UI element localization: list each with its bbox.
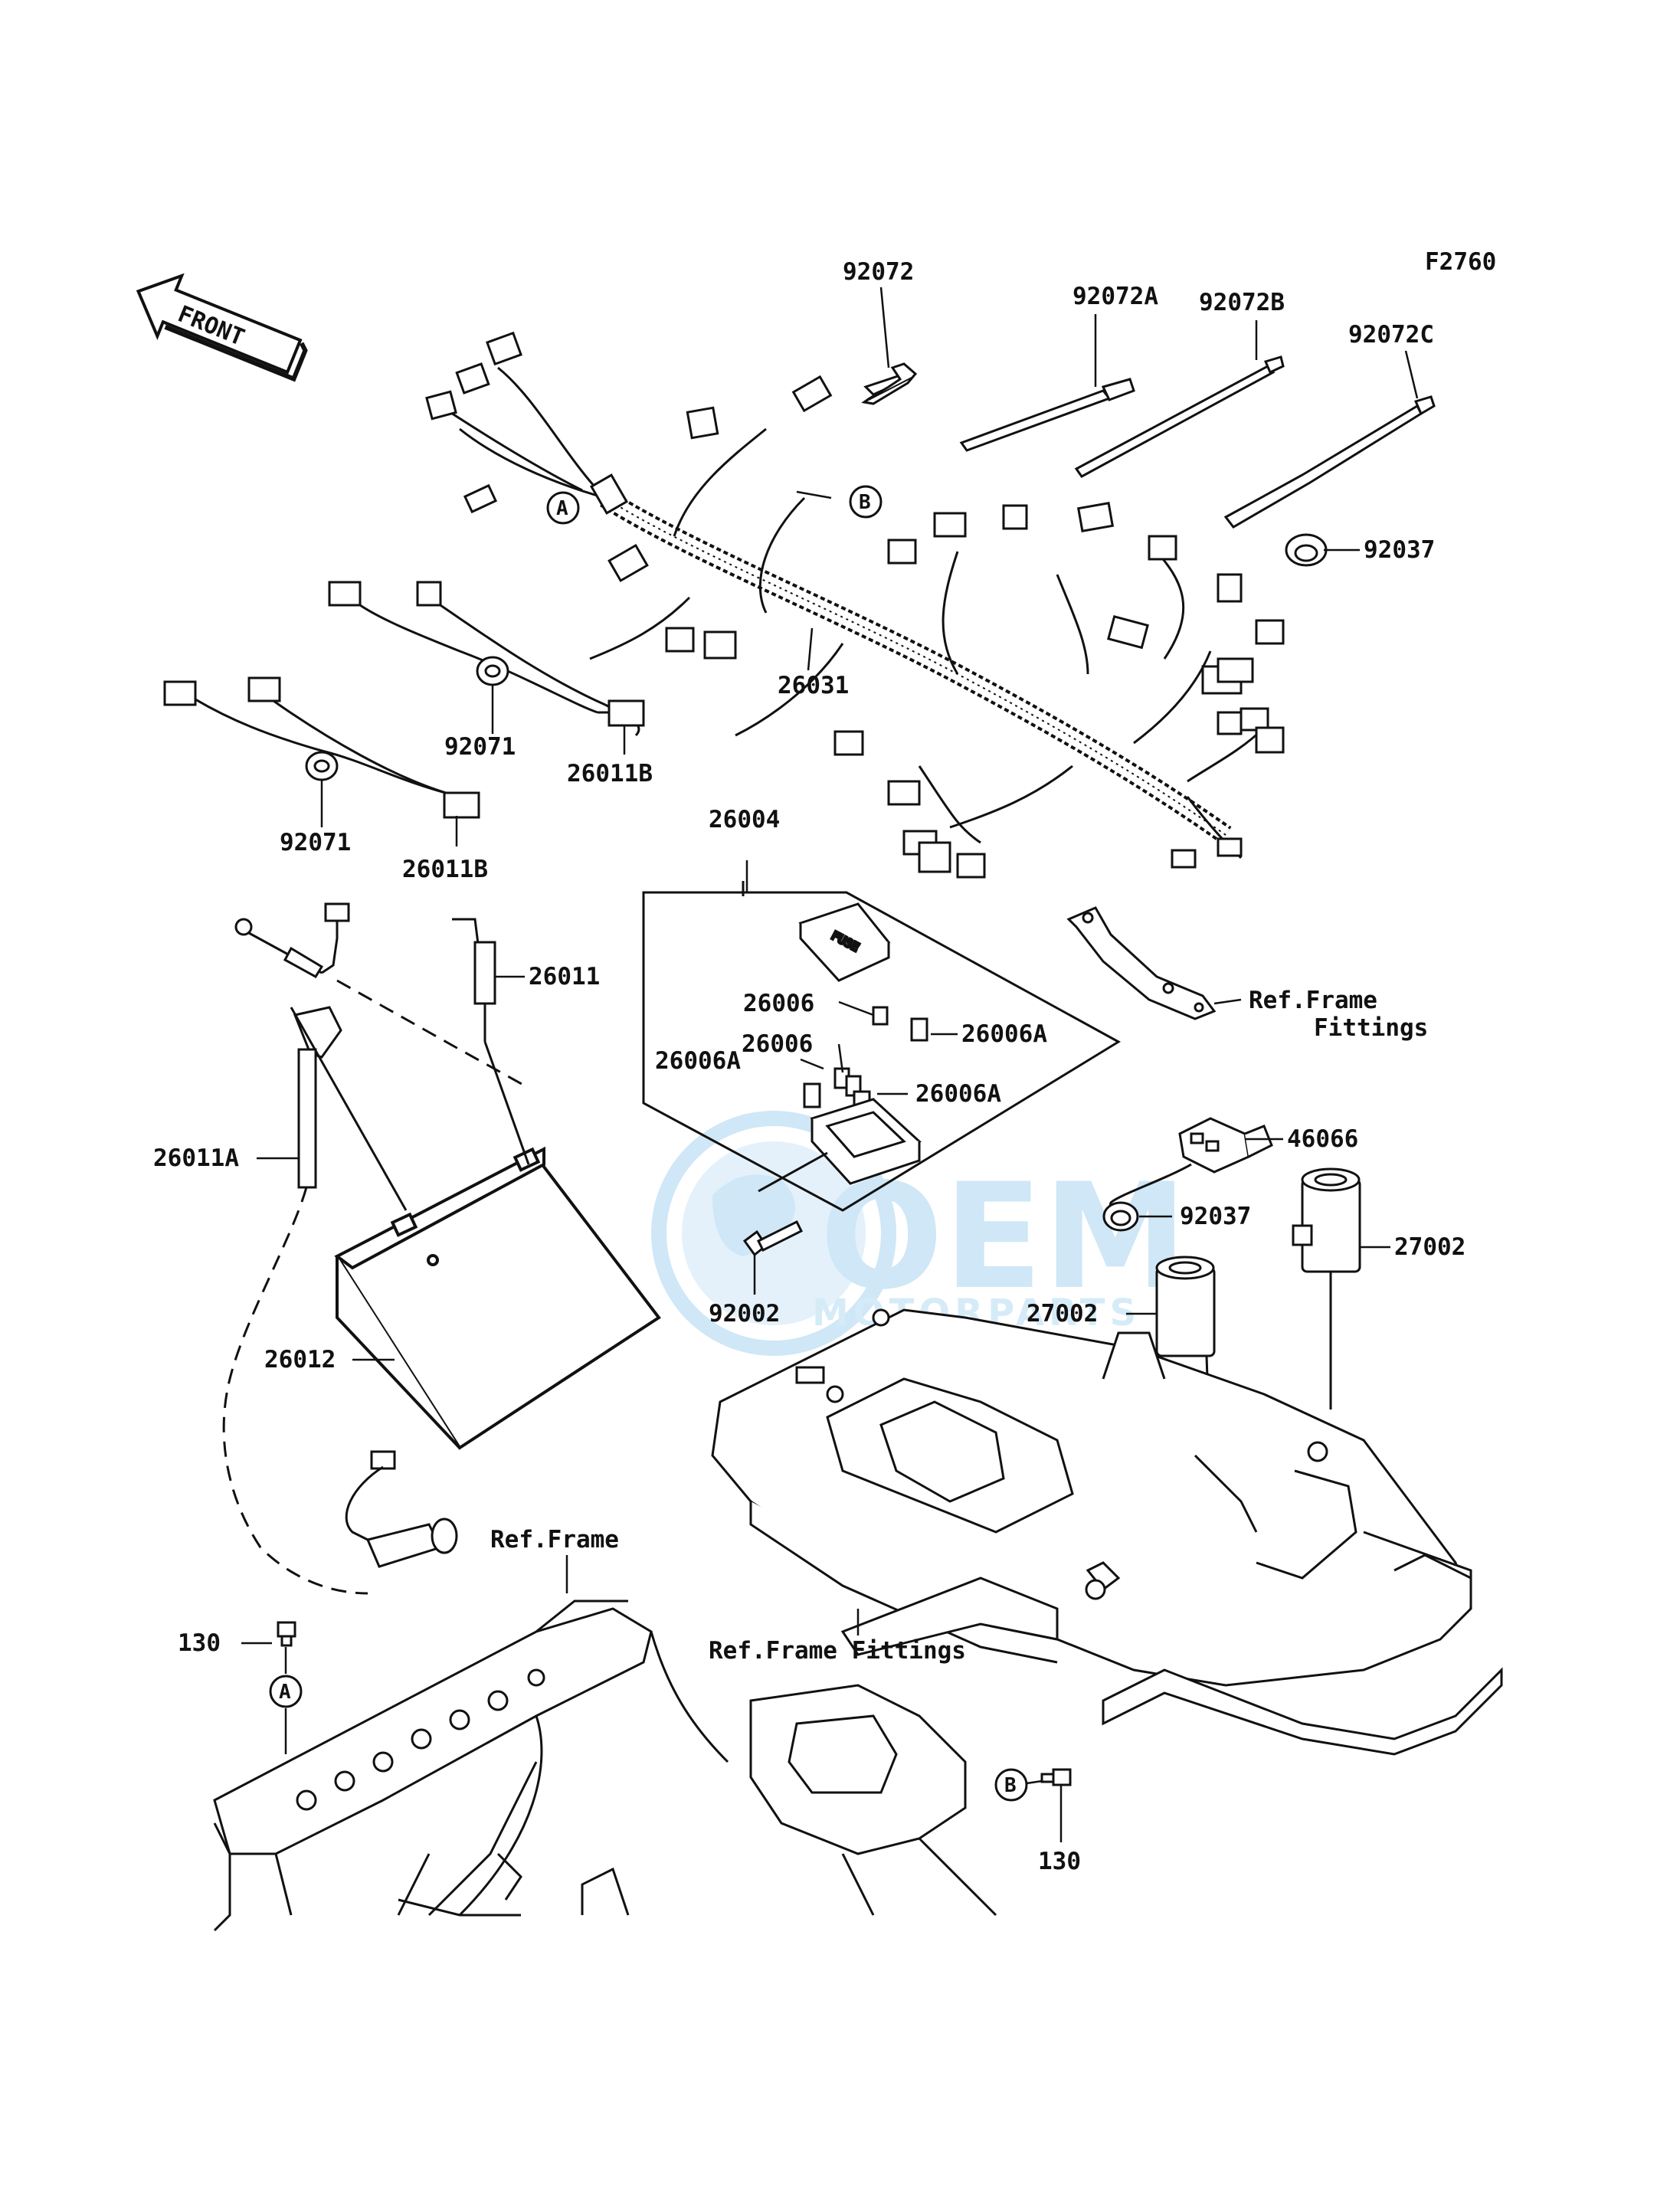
leader-lines [241,286,1419,1842]
label-ref-frame-fittings-bottom: Ref.Frame Fittings [709,1637,966,1665]
front-arrow-icon: FRONT [136,273,308,382]
watermark-brand: OEM [820,1152,1187,1321]
relay-27002-a [1292,1167,1361,1410]
label-92072: 92072 [843,258,914,286]
callout-A-bottom: A [269,1675,303,1708]
label-26012: 26012 [264,1346,336,1374]
label-92037-top: 92037 [1364,536,1435,564]
svg-text:A: A [556,497,568,520]
label-92071-a: 92071 [444,733,516,761]
svg-text:B: B [859,491,871,514]
callout-A-top: A [546,491,580,525]
label-92072B: 92072B [1199,289,1285,316]
bolt-130-b [1040,1768,1072,1786]
label-92071-b: 92071 [280,829,351,856]
battery-cable-26011 [452,918,496,1042]
label-92037-mid: 92037 [1180,1203,1251,1230]
cable-tie-92072B [1074,355,1285,478]
label-27002-b: 27002 [1027,1300,1098,1328]
label-ref-frame-fittings-2: Fittings [1314,1014,1428,1042]
bolt-92002 [742,1220,804,1257]
label-92072C: 92072C [1348,321,1434,349]
label-46066: 46066 [1287,1125,1358,1153]
label-27002-a: 27002 [1394,1233,1465,1261]
part-labels: 92072 92072A 92072B 92072C 92037 26031 9… [153,258,1465,1875]
cable-tie-92072A [959,378,1135,452]
relay-27002-b [1155,1256,1216,1579]
battery-sensor-lower [345,1450,458,1568]
battery-tray-ref-frame-fittings [711,1308,1503,1756]
label-26031: 26031 [778,672,849,699]
label-26006A-b: 26006A [655,1047,741,1075]
label-ref-frame: Ref.Frame [490,1526,619,1554]
battery-cable-negative [234,902,529,1089]
cable-tie-92072C [1223,395,1436,529]
label-26006-a: 26006 [743,990,814,1017]
label-ref-frame-fittings-1: Ref.Frame [1249,987,1377,1014]
label-26011A: 26011A [153,1144,239,1172]
label-26011: 26011 [529,963,600,990]
label-130-a: 130 [178,1629,221,1657]
label-26011B-a: 26011B [567,760,653,787]
battery-cable-26011A [222,1006,368,1595]
sub-harness-26011B-upper [328,581,645,737]
frame-ref [213,1599,997,1932]
callout-B-top: B [849,485,883,519]
label-26006A-a: 26006A [961,1020,1047,1048]
label-26011B-b: 26011B [402,856,488,883]
label-92002: 92002 [709,1300,780,1328]
harness-connectors [425,331,1285,879]
grommet-92071-a [476,656,509,686]
label-26006A-c: 26006A [915,1080,1001,1108]
main-harness-26031 [428,366,1266,859]
callout-B-bottom: B [994,1768,1028,1802]
battery-26012 [290,1007,661,1450]
bracket-ref-frame-fittings-top [1066,906,1217,1020]
label-26004: 26004 [709,806,780,833]
clamp-92037-mid [1102,1201,1139,1232]
label-92072A: 92072A [1073,283,1158,310]
label-26006-b: 26006 [742,1030,813,1058]
sub-harness-26011B-lower [163,676,480,819]
relay-46066 [1109,1117,1273,1214]
svg-text:A: A [279,1681,291,1704]
clamp-92037-top [1285,533,1328,567]
cable-tie-92072 [861,362,918,405]
grommet-92071-b [305,751,339,781]
bolt-130-a [277,1621,296,1647]
fuse-kit-26004: FUSE [642,881,1121,1212]
label-130-b: 130 [1038,1848,1081,1875]
figure-code: F2760 [1425,248,1496,276]
svg-text:B: B [1004,1774,1017,1797]
